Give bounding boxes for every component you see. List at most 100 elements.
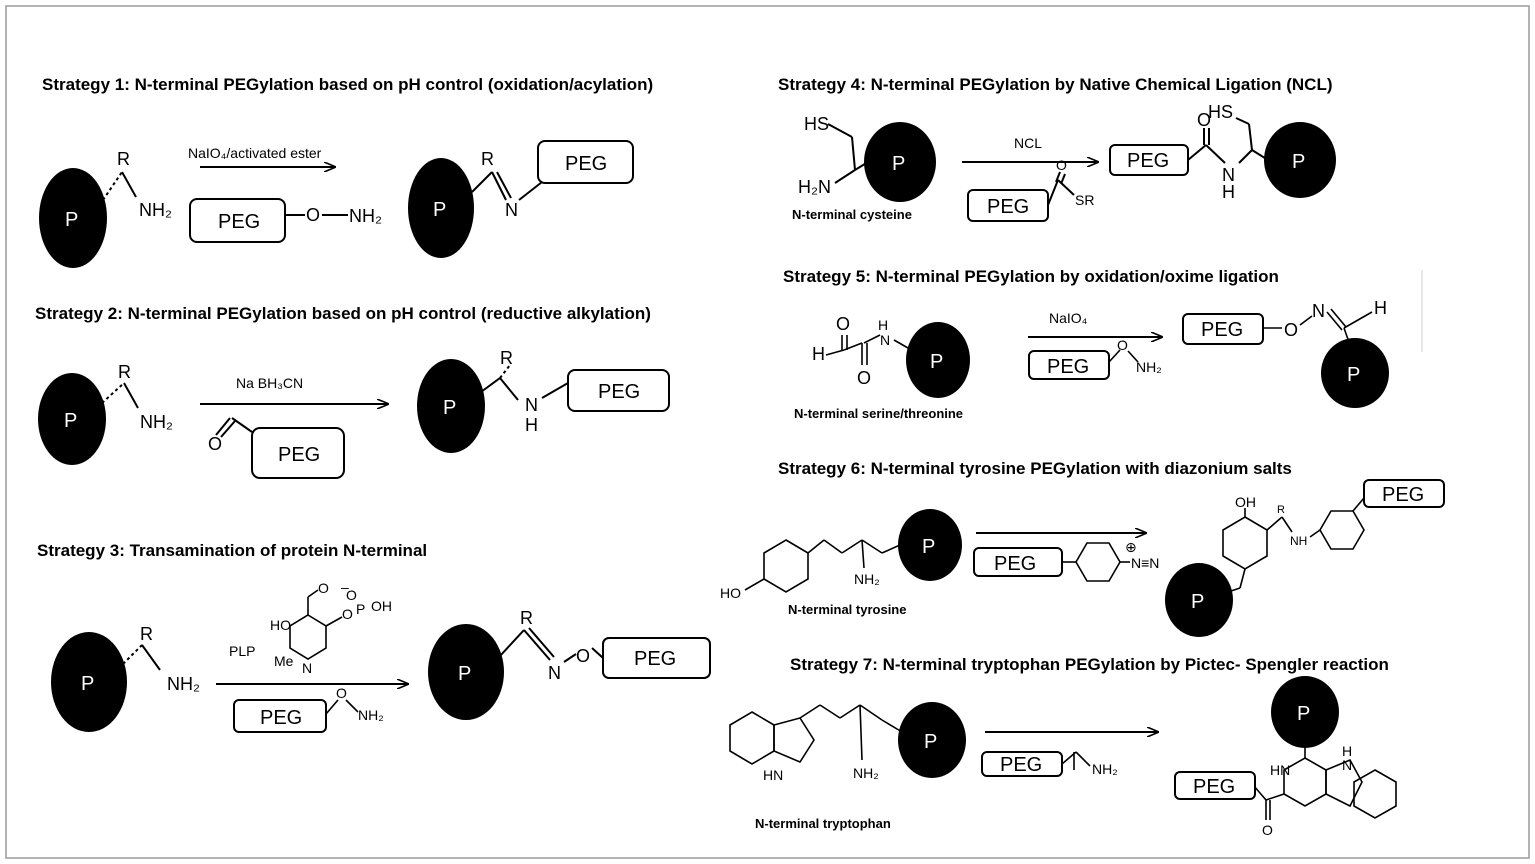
- strategy-2-title: Strategy 2: N-terminal PEGylation based …: [35, 304, 651, 323]
- protein-label: P: [1347, 364, 1360, 386]
- indole-benzene-ring: [729, 711, 775, 765]
- peg-box: PEG: [278, 444, 320, 466]
- strategy-7: Strategy 7: N-terminal tryptophan PEGyla…: [729, 655, 1397, 838]
- oxygen-label: O: [1056, 157, 1067, 173]
- protein-label: P: [81, 673, 94, 695]
- nitrogen-label: N: [880, 332, 890, 348]
- strategy-4-reagent: NCL: [1014, 135, 1042, 151]
- protein-label: P: [930, 351, 943, 373]
- strategy-1-reagent: NaIO₄/activated ester: [188, 145, 322, 161]
- strategy-3-reagent: PLP: [229, 643, 255, 659]
- amine-label: NH₂: [854, 571, 880, 587]
- charge-plus: ⊕: [1125, 539, 1137, 555]
- hydrogen-label: H: [878, 317, 888, 333]
- oxygen-label: O: [208, 434, 222, 454]
- indole-pyrrole-ring: [773, 717, 815, 764]
- protein-circle: [1264, 122, 1336, 198]
- amine-label: NH₂: [853, 765, 879, 781]
- strategy-5-caption: N-terminal serine/threonine: [794, 406, 963, 421]
- oxygen-label: O: [576, 646, 590, 666]
- peg-box: PEG: [218, 211, 260, 233]
- amine-label: NH₂: [139, 200, 172, 220]
- strategy-5-title: Strategy 5: N-terminal PEGylation by oxi…: [783, 267, 1279, 286]
- protein-label: P: [458, 663, 471, 685]
- protein-label: P: [1297, 703, 1310, 725]
- peg-box: PEG: [1000, 754, 1042, 776]
- oxygen-label: O: [306, 205, 320, 225]
- nitrogen-label: N: [525, 395, 538, 415]
- indole-pyrrole-ring: [1325, 758, 1363, 808]
- hydrogen-label: H: [525, 415, 538, 435]
- protein-label: P: [65, 209, 78, 231]
- hydroxyl-label: OH: [1235, 494, 1256, 510]
- strategy-5: Strategy 5: N-terminal PEGylation by oxi…: [783, 267, 1423, 421]
- methyl-label: Me: [274, 653, 294, 669]
- oxygen-label: O: [336, 685, 347, 701]
- amine-label: H₂N: [798, 177, 831, 197]
- amine-label: NH₂: [1092, 761, 1118, 777]
- protein-label: P: [64, 410, 77, 432]
- protein-circle: [898, 702, 966, 778]
- amine-label: NH₂: [1136, 359, 1162, 375]
- protein-label: P: [1191, 591, 1204, 613]
- hydrogen-label: H: [1374, 298, 1387, 318]
- protein-circle: [38, 373, 106, 465]
- peg-box: PEG: [1047, 356, 1089, 378]
- oxygen-label: O: [1197, 110, 1211, 130]
- protein-circle: [1271, 676, 1339, 748]
- r-group: R: [520, 608, 533, 628]
- nitrogen-label: N: [1222, 165, 1235, 185]
- pyridine-ring: [289, 614, 327, 660]
- strategy-4: Strategy 4: N-terminal PEGylation by Nat…: [778, 75, 1336, 222]
- strategy-6-caption: N-terminal tyrosine: [788, 602, 906, 617]
- nitrogen-label: N: [302, 660, 312, 676]
- aryl-ring: [1075, 542, 1121, 582]
- hydrogen-label: H: [812, 344, 825, 364]
- strategy-5-reagent: NaIO₄: [1049, 310, 1088, 326]
- protein-circle: [1321, 338, 1389, 408]
- peg-box: PEG: [598, 381, 640, 403]
- indole-benzene-ring: [1353, 769, 1397, 819]
- strategy-7-caption: N-terminal tryptophan: [755, 816, 891, 831]
- phosphorus-label: P: [356, 601, 365, 617]
- oxygen-label: O: [342, 606, 353, 622]
- protein-label: P: [433, 199, 446, 221]
- aryl-ring: [1319, 510, 1365, 550]
- strategy-3: Strategy 3: Transamination of protein N-…: [37, 541, 711, 733]
- oxygen-label: O: [346, 587, 357, 603]
- peg-box: PEG: [1193, 776, 1235, 798]
- oxygen-label: O: [836, 314, 850, 334]
- thiol-label: HS: [804, 114, 829, 134]
- strategy-4-title: Strategy 4: N-terminal PEGylation by Nat…: [778, 75, 1333, 94]
- peg-box: PEG: [1201, 319, 1243, 341]
- protein-label: P: [892, 153, 905, 175]
- oxygen-label: O: [1284, 320, 1298, 340]
- oxygen-label: O: [1117, 337, 1128, 353]
- protein-circle: [1165, 563, 1233, 637]
- outer-border: [5, 5, 1530, 859]
- amine-label: NH₂: [140, 412, 173, 432]
- hydrogen-label: H: [1342, 743, 1352, 759]
- thiol-label: HS: [1208, 102, 1233, 122]
- strategy-2: Strategy 2: N-terminal PEGylation based …: [35, 304, 670, 479]
- peg-box: PEG: [634, 648, 676, 670]
- amine-label: NH₂: [167, 674, 200, 694]
- peg-box: PEG: [260, 707, 302, 729]
- r-group: R: [140, 624, 153, 644]
- nitrogen-label: N: [548, 663, 561, 683]
- protein-label: P: [924, 731, 937, 753]
- protein-circle: [417, 359, 485, 453]
- strategy-6: Strategy 6: N-terminal tyrosine PEGylati…: [720, 459, 1445, 637]
- hydroxyl-label: OH: [371, 598, 392, 614]
- r-group: R: [118, 362, 131, 382]
- charge-minus: –: [341, 579, 349, 595]
- phenol-ring: [1222, 516, 1268, 570]
- protein-circle: [428, 624, 504, 720]
- nitrogen-label: N: [1342, 757, 1352, 773]
- protein-label: P: [1292, 151, 1305, 173]
- peg-box: PEG: [994, 553, 1036, 575]
- nitrogen-label: N: [1312, 301, 1325, 321]
- strategy-1: Strategy 1: N-terminal PEGylation based …: [39, 75, 653, 268]
